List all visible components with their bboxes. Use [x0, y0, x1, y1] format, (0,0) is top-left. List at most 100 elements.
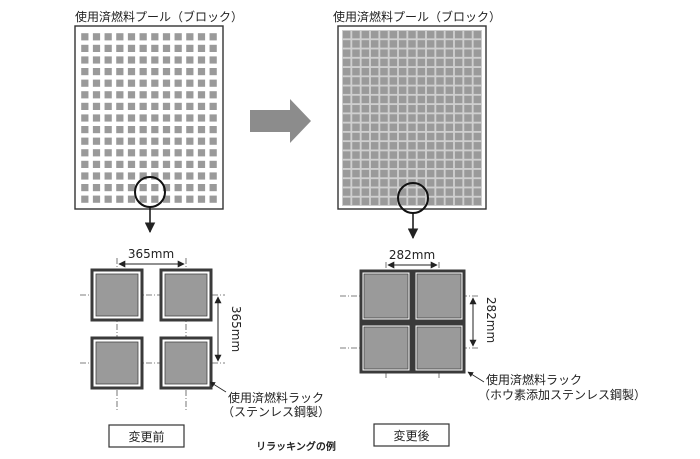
rack-cell — [127, 160, 136, 168]
rack-cell — [197, 149, 206, 157]
rack-cell — [370, 151, 379, 159]
rack-cell — [454, 132, 463, 141]
rack-cell — [197, 160, 206, 168]
rack-cell — [464, 49, 472, 57]
rack-cell — [454, 142, 463, 150]
rack-cell — [151, 126, 159, 134]
rack-cell — [92, 160, 101, 168]
rack-cell — [342, 95, 351, 104]
rack-cell — [151, 102, 159, 110]
rack-cell — [398, 77, 407, 85]
rack-cell — [162, 126, 171, 134]
rack-cell — [151, 195, 159, 203]
rack-cell — [139, 137, 147, 145]
rack-cell — [398, 188, 407, 196]
rack-cell — [81, 56, 89, 64]
rack-cell — [186, 56, 194, 64]
rack-cell — [359, 322, 413, 374]
rack-cell — [389, 142, 398, 150]
rack-cell — [342, 169, 351, 178]
rack-cell — [370, 67, 379, 76]
rack-cell — [380, 142, 388, 150]
rack-cell — [445, 123, 454, 131]
rack-cell — [81, 33, 89, 41]
rack-cell — [174, 102, 182, 110]
rack-cell — [139, 91, 147, 99]
rack-cell — [389, 58, 398, 67]
rack-cell — [445, 179, 454, 187]
rack-note-line2: （ステンレス鋼製） — [222, 405, 330, 419]
rack-cell — [417, 95, 426, 104]
rack-cell — [361, 77, 370, 85]
rack-cell — [127, 172, 136, 180]
rack-cell — [398, 132, 407, 141]
rack-cell — [342, 188, 351, 196]
rack-cell — [454, 151, 463, 159]
rack-cell — [81, 184, 89, 192]
rack-cell — [398, 58, 407, 67]
after-label-box — [373, 423, 450, 447]
rack-cell — [197, 56, 206, 64]
rack-cell — [464, 95, 472, 104]
rack-cell — [398, 123, 407, 131]
rack-cell — [209, 91, 217, 99]
rack-cell — [174, 44, 182, 52]
rack-cell — [186, 137, 194, 145]
rack-cell — [81, 195, 89, 203]
rack-cell — [370, 105, 379, 113]
rack-cell — [174, 195, 182, 203]
rack-cell — [151, 137, 159, 145]
rack-cell — [389, 160, 398, 169]
rack-cell — [370, 77, 379, 85]
rack-cell — [174, 137, 182, 145]
rack-cell — [139, 172, 147, 180]
rack-cell — [186, 33, 194, 41]
rack-cell — [116, 33, 124, 41]
rack-cell — [209, 33, 217, 41]
rack-cell — [473, 132, 482, 141]
pool-after-title: 使用済燃料プール（ブロック） — [333, 9, 501, 24]
rack-cell — [454, 169, 463, 178]
rack-cell — [352, 58, 360, 67]
rack-cell — [464, 58, 472, 67]
rack-cell — [162, 33, 171, 41]
rack-cell — [186, 44, 194, 52]
rack-cell — [116, 102, 124, 110]
rack-cell — [104, 149, 112, 157]
rack-cell — [104, 160, 112, 168]
rack-cell — [159, 268, 213, 322]
rack-cell — [445, 151, 454, 159]
rack-cell — [473, 188, 482, 196]
rack-cell — [104, 137, 112, 145]
rack-cell — [426, 40, 435, 48]
rack-cell — [412, 269, 466, 323]
rack-cell — [389, 105, 398, 113]
rack-cell — [398, 67, 407, 76]
rack-cell — [116, 172, 124, 180]
rack-cell — [426, 114, 435, 122]
rack-cell — [186, 126, 194, 134]
rack-cell — [408, 188, 416, 196]
rack-cell — [473, 123, 482, 131]
rack-cell — [104, 114, 112, 122]
rack-cell — [464, 132, 472, 141]
rack-cell — [361, 105, 370, 113]
rack-cell — [417, 197, 426, 206]
rack-cell — [408, 151, 416, 159]
rack-cell — [209, 149, 217, 157]
rack-cell — [92, 79, 101, 87]
rack-cell — [174, 91, 182, 99]
rack-cell — [92, 56, 101, 64]
rack-note-line2: （ホウ素添加ステンレス鋼製） — [478, 388, 646, 402]
rack-cell — [426, 77, 435, 85]
rack-cell — [380, 49, 388, 57]
rack-cell — [370, 30, 379, 39]
rack-cell — [92, 184, 101, 192]
rack-cell — [464, 179, 472, 187]
rack-cell — [473, 95, 482, 104]
before-label-box — [108, 424, 185, 448]
rack-cell — [464, 40, 472, 48]
rack-cell — [104, 126, 112, 134]
rack-cell — [454, 114, 463, 122]
rack-cell — [473, 49, 482, 57]
